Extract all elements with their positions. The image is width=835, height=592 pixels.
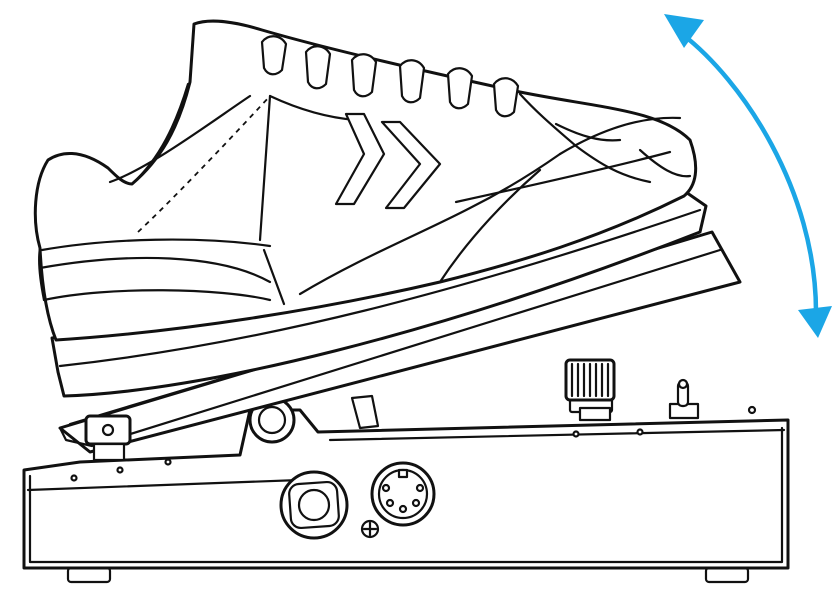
jack-icon <box>279 470 349 540</box>
pivot-nut <box>248 396 296 444</box>
screw-icon <box>360 519 380 539</box>
knob-icon <box>564 358 616 422</box>
shoe-icon <box>33 19 708 398</box>
toggle-switch-icon <box>668 378 700 420</box>
midi-port-icon <box>370 461 436 527</box>
rocking-arrow-icon <box>664 14 832 338</box>
